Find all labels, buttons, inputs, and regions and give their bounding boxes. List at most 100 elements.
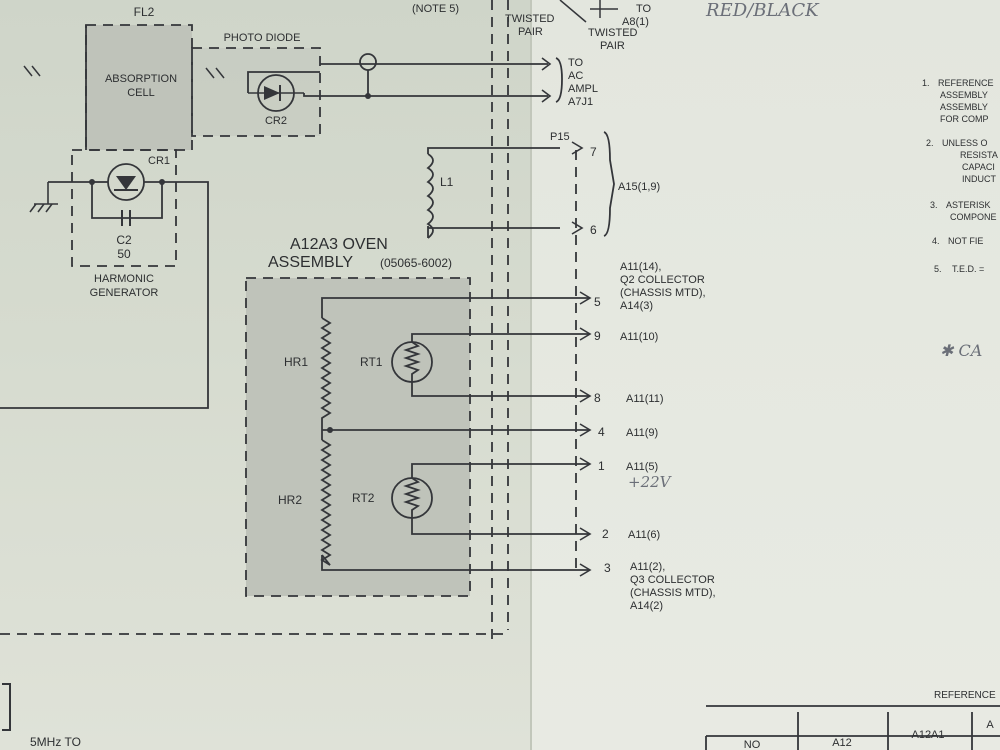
note-2-line-c: CAPACI [962, 162, 995, 172]
pin-5-dest-a: A11(14), [620, 261, 661, 273]
note-1-line-a: REFERENCE [938, 78, 994, 88]
ground-icon [29, 182, 58, 213]
junction-dot-3 [159, 179, 165, 185]
wire-pin3 [321, 555, 590, 571]
brace-a15 [603, 131, 615, 237]
a7j1-label: A7J1 [568, 96, 593, 108]
left-bracket-mark [2, 683, 11, 731]
twisted-pair-2-a: TWISTED [588, 27, 638, 39]
note-5-line: T.E.D. = [952, 264, 984, 274]
cr2-label: CR2 [265, 115, 287, 127]
brace-ac-ampl [555, 57, 563, 103]
absorption-label: ABSORPTION [105, 73, 177, 85]
shield-icon [359, 53, 377, 71]
pin-9: 9 [594, 329, 601, 343]
note-1-line-c: ASSEMBLY [940, 102, 988, 112]
wire-pin5 [321, 297, 590, 318]
note-5-num: 5. [934, 264, 942, 274]
cr2-wire-bottom [303, 93, 320, 97]
cr1-label: CR1 [148, 155, 170, 167]
pin-4: 4 [598, 425, 605, 439]
oven-title: A12A3 OVEN [290, 236, 388, 253]
wire-pin8 [411, 382, 590, 397]
step-recovery-diode-icon [114, 176, 138, 191]
pin-8-dest: A11(11) [626, 393, 664, 405]
fl2-label: FL2 [134, 5, 155, 19]
pin-5-dest-c: (CHASSIS MTD), [620, 287, 706, 299]
harmonic-generator-box [71, 149, 177, 267]
cr2-wire-top [247, 71, 320, 93]
handwritten-note: ✱ CA [940, 341, 982, 360]
pin-6-label: 6 [590, 223, 597, 237]
to-a8-b: A8(1) [622, 16, 649, 28]
pin-1-dest: A11(5) [626, 461, 658, 473]
pin-5-dest-b: Q2 COLLECTOR [620, 274, 705, 286]
p15-label: P15 [550, 131, 570, 143]
pin-3: 3 [604, 561, 611, 575]
wire-pin1 [411, 463, 590, 478]
note-5-label: (NOTE 5) [412, 3, 459, 15]
pin-8: 8 [594, 391, 601, 405]
pin-2: 2 [602, 527, 609, 541]
note-2-line-a: UNLESS O [942, 138, 988, 148]
l1-label: L1 [440, 175, 454, 189]
pin-7-label: 7 [590, 145, 597, 159]
bottom-left-text: 5MHz TO [30, 735, 81, 749]
pin-1-voltage: +22V [628, 473, 673, 491]
note-1-num: 1. [922, 78, 930, 88]
harmonic-wire [0, 181, 209, 409]
light-arrows-icon [23, 65, 225, 79]
wire-pin9 [411, 333, 590, 342]
wire-pin2 [411, 518, 590, 535]
twisted-pair-1-a: TWISTED [505, 13, 555, 25]
oven-box [245, 277, 471, 597]
pin-5: 5 [594, 295, 601, 309]
table-header-a12a1: A12A1 [911, 729, 944, 741]
hr1-label: HR1 [284, 355, 308, 369]
oven-part-number: (05065-6002) [380, 256, 452, 270]
right-paper-panel [530, 0, 1000, 750]
note-2-num: 2. [926, 138, 934, 148]
pin-3-dest-b: Q3 COLLECTOR [630, 574, 715, 586]
photo-diode-box [191, 47, 321, 137]
twisted-pair-2-b: PAIR [600, 40, 625, 52]
cell-label: CELL [127, 87, 155, 99]
hr2-resistor-icon [320, 439, 332, 566]
capacitor-icon [121, 210, 131, 226]
note-4-num: 4. [932, 236, 940, 246]
c2-label: C2 [116, 233, 132, 247]
ampl-label: AMPL [568, 83, 598, 95]
l1-wire-bottom [427, 226, 560, 238]
thermistor-icon [403, 341, 421, 382]
to-label: TO [568, 57, 584, 69]
harmonic-label-b: GENERATOR [90, 287, 159, 299]
notes-block: 1. REFERENCE ASSEMBLY ASSEMBLY FOR COMP … [922, 78, 998, 274]
rt1-label: RT1 [360, 355, 383, 369]
table-header-no: NO [744, 739, 761, 750]
arrowhead-icon-pins [579, 291, 592, 577]
note-2-line-b: RESISTA [960, 150, 998, 160]
note-3-line-b: COMPONE [950, 212, 997, 222]
to-a8-a: TO [636, 3, 652, 15]
c2-value: 50 [117, 247, 131, 261]
note-2-line-d: INDUCT [962, 174, 996, 184]
twisted-pair-1-b: PAIR [518, 26, 543, 38]
oven-shade [246, 278, 470, 596]
ac-label: AC [568, 70, 583, 82]
note-3-line-a: ASTERISK [946, 200, 991, 210]
pin-2-dest: A11(6) [628, 529, 660, 541]
pin-4-dest: A11(9) [626, 427, 658, 439]
paper-fold [530, 0, 532, 750]
hr2-label: HR2 [278, 493, 302, 507]
a15-label: A15(1,9) [618, 181, 660, 193]
arrowhead-icon [541, 57, 552, 103]
handwritten-red-black: RED/BLACK [705, 0, 820, 21]
pin-3-dest-c: (CHASSIS MTD), [630, 587, 716, 599]
arrowhead-icon-l1 [571, 141, 584, 235]
l1-wire-top [427, 147, 560, 154]
reference-table-title: REFERENCE [934, 690, 996, 701]
note-4-line: NOT FIE [948, 236, 983, 246]
oven-subtitle: ASSEMBLY [268, 254, 353, 271]
